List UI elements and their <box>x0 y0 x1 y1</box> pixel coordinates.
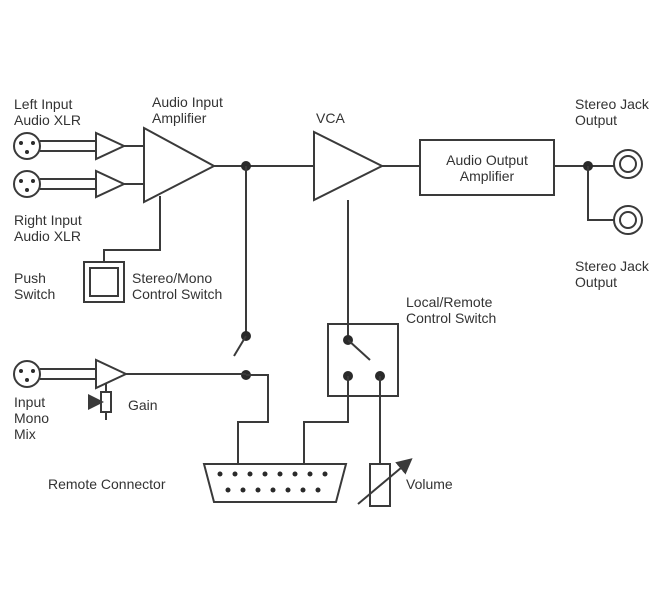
stereo-jack-top-icon <box>613 149 643 179</box>
right-input-buffer-icon <box>95 169 127 199</box>
left-input-lines <box>40 140 96 152</box>
push-switch-icon <box>83 261 125 303</box>
remote-connector-label: Remote Connector <box>48 476 166 492</box>
left-xlr-connector-icon <box>13 132 41 160</box>
stereo-jack-bottom-icon <box>613 205 643 235</box>
remote-connector-dsub-icon <box>202 463 348 503</box>
mono-mix-xlr-connector-icon <box>13 360 41 388</box>
vca-icon <box>313 130 385 202</box>
audio-input-amplifier-icon <box>143 126 217 204</box>
gain-potentiometer-icon <box>88 384 112 420</box>
vca-label: VCA <box>316 110 345 126</box>
left-input-buffer-icon <box>95 131 127 161</box>
mono-switch-blade <box>233 335 247 357</box>
volume-potentiometer-icon <box>357 458 413 507</box>
gain-label: Gain <box>128 397 158 413</box>
volume-label: Volume <box>406 476 453 492</box>
right-xlr-connector-icon <box>13 170 41 198</box>
local-remote-switch-blade <box>347 339 371 361</box>
mono-mix-buffer-icon <box>95 358 129 390</box>
right-input-lines <box>40 178 96 190</box>
audio-output-amplifier-box <box>419 139 555 196</box>
local-remote-switch-box <box>327 323 399 397</box>
